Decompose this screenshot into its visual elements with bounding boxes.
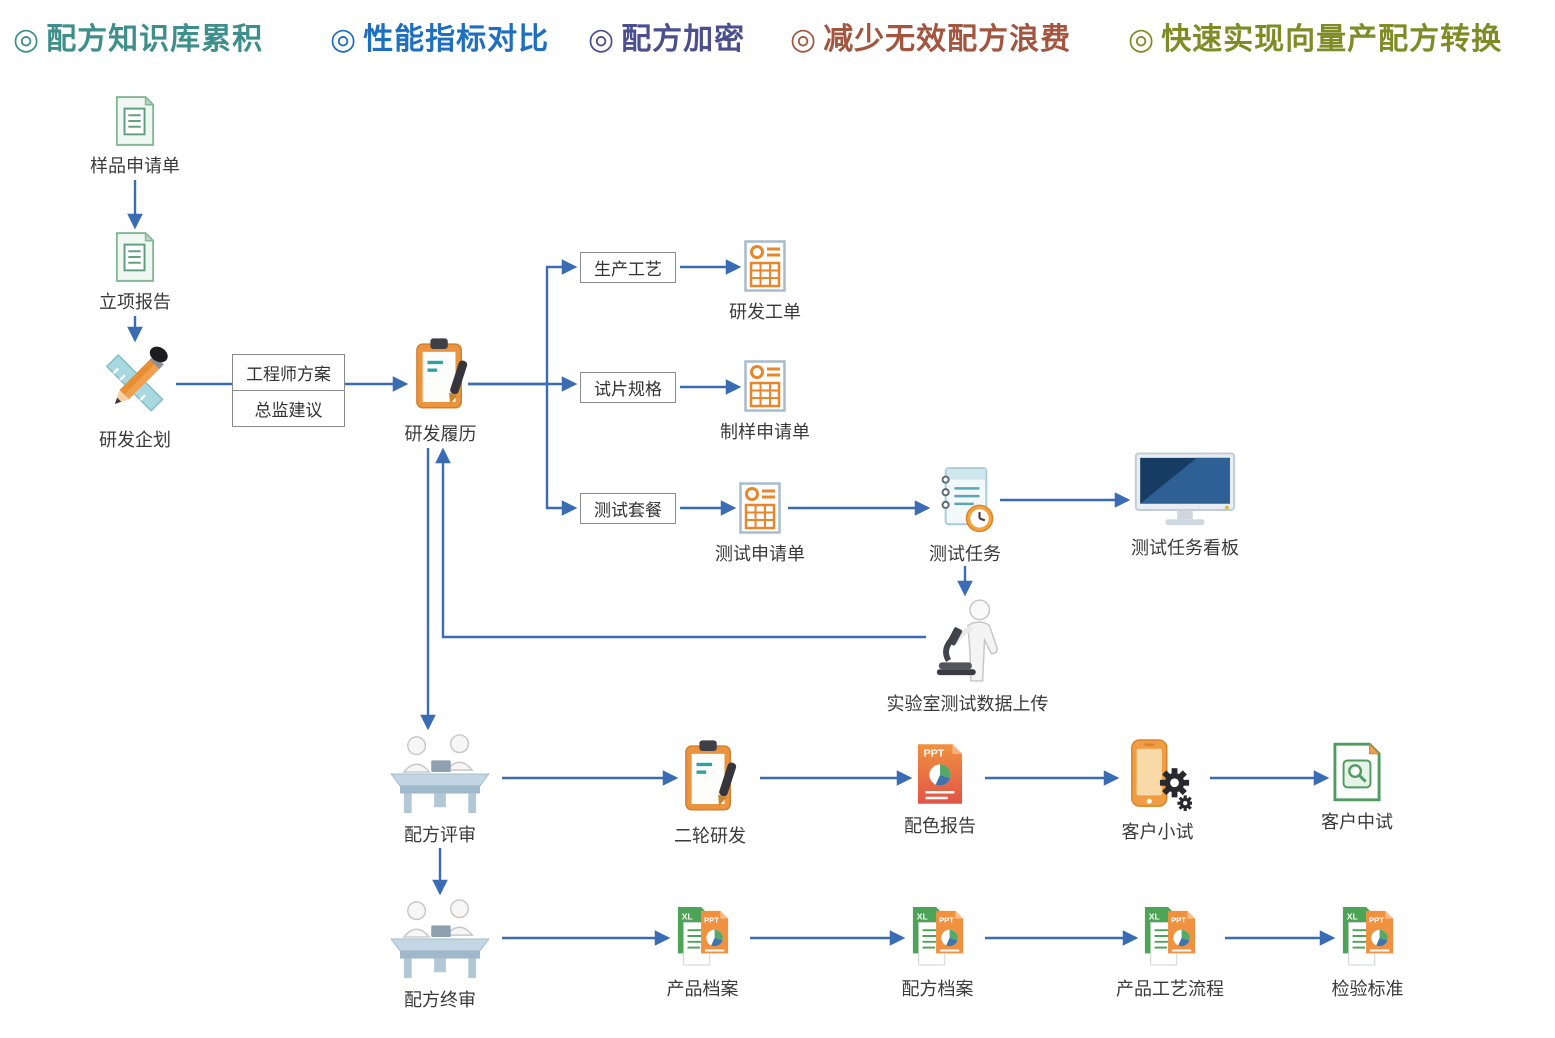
header-feature-label: 性能指标对比 xyxy=(363,23,550,56)
test-task-board-label: 测试任务看板 xyxy=(1131,538,1239,558)
test-piece-spec-box: 试片规格 xyxy=(580,372,676,403)
header-feature-label: 配方加密 xyxy=(621,23,746,56)
customer-trial-small-label: 客户小试 xyxy=(1121,822,1194,842)
node-customer-trial-mid: 客户中试 xyxy=(1312,742,1402,834)
header-feature-label: 减少无效配方浪费 xyxy=(823,23,1072,56)
customer-trial-mid-label: 客户中试 xyxy=(1321,812,1393,832)
test-task-label: 测试任务 xyxy=(929,544,1001,564)
meeting-desk-icon xyxy=(387,733,493,815)
production-process-label: 生产工艺 xyxy=(594,260,662,279)
second-round-rd-label: 二轮研发 xyxy=(674,826,746,846)
project-report-label: 立项报告 xyxy=(99,292,171,312)
excel-ppt-files-icon xyxy=(910,903,966,969)
sampling-form-label: 制样申请单 xyxy=(720,422,810,442)
node-test-task: 测试任务 xyxy=(915,466,1015,566)
rd-workorder-label: 研发工单 xyxy=(729,302,801,322)
production-process-box: 生产工艺 xyxy=(580,252,676,283)
excel-ppt-files-icon xyxy=(675,903,731,969)
formula-final-review-label: 配方终审 xyxy=(404,990,476,1010)
excel-ppt-files-icon xyxy=(1340,903,1396,969)
orange-form-icon xyxy=(739,482,781,534)
header-feature-knowledge-base: ◎配方知识库累积 xyxy=(13,14,263,58)
notebook-clock-icon xyxy=(934,466,996,534)
bullseye-icon: ◎ xyxy=(1128,23,1156,56)
test-piece-spec-label: 试片规格 xyxy=(594,380,662,399)
node-formula-archive: 配方档案 xyxy=(890,903,985,1001)
node-customer-trial-small: 客户小试 xyxy=(1110,738,1205,844)
node-formula-final-review: 配方终审 xyxy=(385,898,495,1012)
sample-form-label: 样品申请单 xyxy=(90,156,180,176)
bullseye-icon: ◎ xyxy=(790,23,818,56)
test-package-label: 测试套餐 xyxy=(594,501,662,520)
microscope-person-icon xyxy=(931,598,1005,684)
green-document-icon xyxy=(114,232,156,282)
node-rd-history: 研发履历 xyxy=(398,336,483,446)
rd-history-label: 研发履历 xyxy=(404,424,477,444)
arrow-lab-feedback-to-history xyxy=(435,447,926,639)
arrow-history-to-production-process xyxy=(468,259,578,386)
clipboard-pen-icon xyxy=(683,738,737,816)
header-feature-mass-production: ◎快速实现向量产配方转换 xyxy=(1128,14,1502,58)
monitor-icon xyxy=(1134,452,1236,528)
header-feature-formula-encrypt: ◎配方加密 xyxy=(588,14,745,58)
proposal-box: 工程师方案 总监建议 xyxy=(232,354,345,427)
director-advice-label: 总监建议 xyxy=(233,390,344,426)
node-inspection-standard: 检验标准 xyxy=(1320,903,1415,1001)
header-feature-label: 快速实现向量产配方转换 xyxy=(1161,23,1503,56)
bullseye-icon: ◎ xyxy=(13,23,41,56)
test-package-box: 测试套餐 xyxy=(580,493,676,524)
formula-archive-label: 配方档案 xyxy=(901,979,974,999)
header-feature-reduce-waste: ◎减少无效配方浪费 xyxy=(790,14,1071,58)
node-test-form: 测试申请单 xyxy=(705,482,815,566)
node-project-report: 立项报告 xyxy=(85,232,185,314)
node-rd-workorder: 研发工单 xyxy=(715,240,815,324)
excel-ppt-files-icon xyxy=(1142,903,1198,969)
node-rd-planning: 研发企划 xyxy=(85,344,185,452)
document-magnifier-icon xyxy=(1333,742,1381,802)
rd-planning-label: 研发企划 xyxy=(99,430,171,450)
lab-upload-label: 实验室测试数据上传 xyxy=(886,694,1049,714)
bullseye-icon: ◎ xyxy=(588,23,616,56)
test-form-label: 测试申请单 xyxy=(715,544,805,564)
node-product-archive: 产品档案 xyxy=(655,903,750,1001)
ppt-file-icon xyxy=(916,742,964,806)
node-product-process-flow: 产品工艺流程 xyxy=(1115,903,1225,1001)
node-test-task-board: 测试任务看板 xyxy=(1115,452,1255,560)
node-lab-upload: 实验室测试数据上传 xyxy=(870,598,1065,716)
bullseye-icon: ◎ xyxy=(330,23,358,56)
formula-review-label: 配方评审 xyxy=(404,825,476,845)
orange-form-icon xyxy=(744,240,786,292)
node-sampling-form: 制样申请单 xyxy=(710,360,820,444)
color-report-label: 配色报告 xyxy=(904,816,976,836)
product-archive-label: 产品档案 xyxy=(666,979,739,999)
node-second-round-rd: 二轮研发 xyxy=(665,738,755,848)
green-document-icon xyxy=(114,96,156,146)
header-feature-label: 配方知识库累积 xyxy=(46,23,264,56)
phone-gear-icon xyxy=(1124,738,1192,812)
meeting-desk-icon xyxy=(387,898,493,980)
pencil-ruler-icon xyxy=(98,344,172,420)
inspection-standard-label: 检验标准 xyxy=(1331,979,1404,999)
engineer-plan-label: 工程师方案 xyxy=(246,365,331,384)
header-feature-performance-compare: ◎性能指标对比 xyxy=(330,14,549,58)
node-color-report: 配色报告 xyxy=(895,742,985,838)
arrow-history-to-test-package xyxy=(545,384,578,516)
node-sample-form: 样品申请单 xyxy=(85,96,185,178)
clipboard-pen-icon xyxy=(414,336,468,414)
product-process-flow-label: 产品工艺流程 xyxy=(1116,979,1224,999)
node-formula-review: 配方评审 xyxy=(385,733,495,847)
orange-form-icon xyxy=(744,360,786,412)
